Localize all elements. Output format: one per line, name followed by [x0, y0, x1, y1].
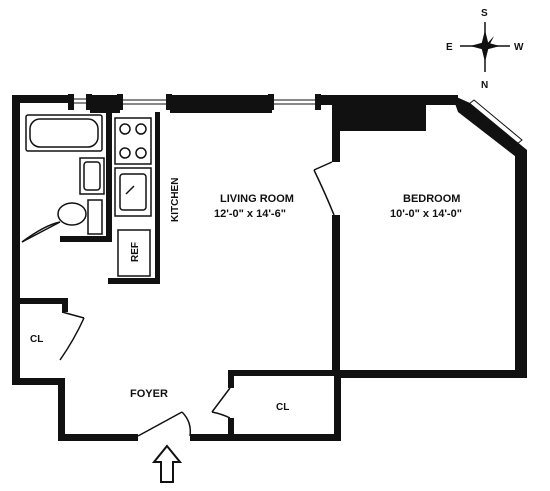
stove: [114, 117, 152, 165]
living-room-label: LIVING ROOM: [220, 193, 294, 205]
wall-left-lower: [58, 378, 65, 440]
wall-kitchen-right: [155, 112, 160, 282]
compass-south-label: S: [481, 8, 488, 19]
wall-top-bedroom-block: [340, 103, 426, 131]
foyer-label: FOYER: [130, 388, 168, 400]
compass-east-label: E: [446, 42, 453, 53]
bath-sink: [79, 157, 105, 195]
interior-walls: [14, 104, 340, 438]
windows: [70, 98, 523, 149]
compass-needle-diag: [485, 36, 494, 48]
wall-closet-right-top: [228, 370, 338, 376]
living-room-dimensions: 12'-0" x 14'-6": [214, 208, 286, 220]
wall-left-jog: [12, 378, 64, 385]
refrigerator-label: REF: [130, 242, 141, 262]
closet-left-label: CL: [30, 334, 43, 345]
toilet: [57, 199, 103, 235]
entry-arrow-icon: [151, 444, 183, 483]
bathtub: [25, 114, 103, 152]
closet-left-door: [59, 311, 85, 361]
bath-door: [21, 221, 61, 243]
bedroom-label: BEDROOM: [403, 193, 460, 205]
refrigerator: [117, 229, 151, 277]
wall-left-closet: [12, 300, 20, 380]
wall-right: [515, 150, 527, 378]
wall-kitchen-bottom: [108, 278, 160, 284]
wall-top-2: [90, 95, 120, 113]
wall-closet-left-stub: [62, 298, 68, 312]
bedroom-door: [313, 161, 335, 216]
wall-closet-right-left-lower: [228, 418, 234, 438]
wall-partition-upper: [332, 104, 340, 162]
entry-door: [137, 411, 192, 437]
bedroom-dimensions: 10'-0" x 14'-0": [390, 208, 462, 220]
wall-top-angled: [452, 95, 527, 160]
window-bay: [463, 99, 523, 149]
kitchen-sink: [114, 167, 152, 217]
window-mullions: [68, 94, 321, 110]
wall-top-3: [170, 95, 272, 113]
wall-bottom-right: [190, 434, 340, 441]
wall-top-1: [12, 95, 70, 103]
compass-rose: S N E W: [446, 8, 524, 91]
exterior-walls: [12, 95, 527, 441]
wall-top-4: [318, 95, 458, 105]
wall-bottom-step: [334, 370, 341, 441]
wall-partition-lower: [332, 215, 340, 375]
wall-bath-bottom: [60, 236, 110, 242]
closet-right-door: [211, 387, 231, 419]
wall-closet-right-left: [228, 370, 234, 388]
kitchen-label: KITCHEN: [170, 178, 181, 222]
wall-bottom-left: [58, 434, 138, 441]
wall-bath-kitchen: [106, 112, 112, 242]
compass-north-label: N: [481, 80, 488, 91]
wall-bedroom-bottom: [334, 370, 524, 378]
wall-closet-left-top: [14, 298, 68, 304]
compass-west-label: W: [514, 42, 524, 53]
closet-right-label: CL: [276, 402, 289, 413]
wall-left-upper: [12, 95, 20, 300]
